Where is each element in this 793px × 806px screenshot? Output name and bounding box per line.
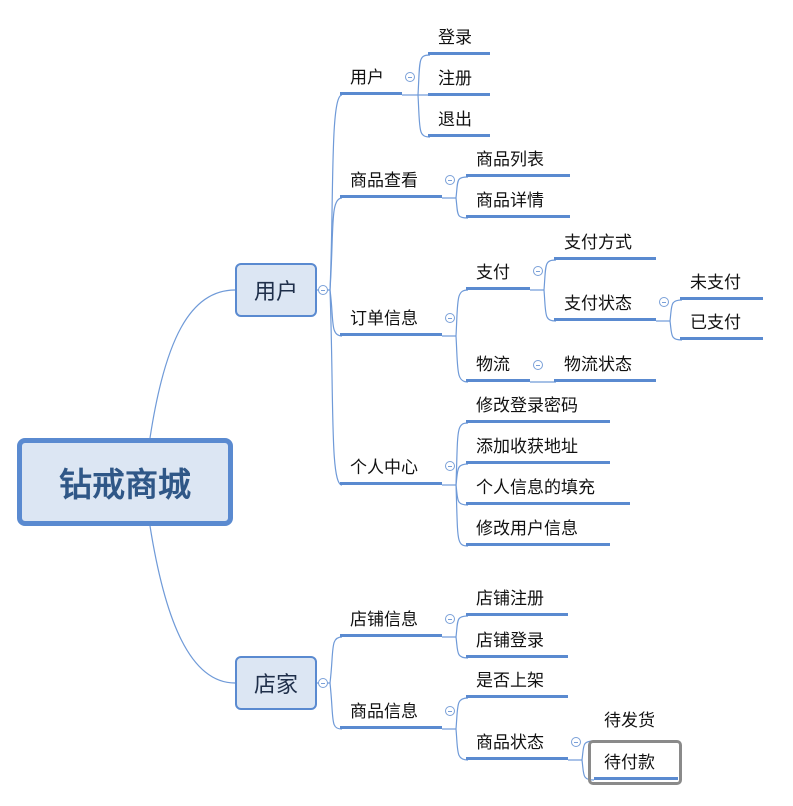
collapse-icon[interactable] xyxy=(445,706,455,716)
node-order[interactable]: 订单信息 xyxy=(340,306,442,336)
node-shop-register[interactable]: 店铺注册 xyxy=(466,586,568,616)
collapse-icon[interactable] xyxy=(659,297,669,307)
selection-frame xyxy=(588,740,682,785)
node-pay[interactable]: 支付 xyxy=(466,260,530,290)
node-account[interactable]: 用户 xyxy=(340,65,402,95)
node-pay-method[interactable]: 支付方式 xyxy=(554,230,656,260)
node-to-pay[interactable]: 待付款 xyxy=(594,750,678,780)
node-add-address[interactable]: 添加收获地址 xyxy=(466,434,610,464)
node-user[interactable]: 用户 xyxy=(235,263,317,317)
collapse-icon[interactable] xyxy=(445,175,455,185)
node-edit-info[interactable]: 修改用户信息 xyxy=(466,516,610,546)
root-node[interactable]: 钻戒商城 xyxy=(17,438,233,526)
collapse-icon[interactable] xyxy=(318,285,328,295)
node-fill-info[interactable]: 个人信息的填充 xyxy=(466,475,630,505)
collapse-icon[interactable] xyxy=(445,313,455,323)
collapse-icon[interactable] xyxy=(533,360,543,370)
collapse-icon[interactable] xyxy=(571,737,581,747)
node-pay-status[interactable]: 支付状态 xyxy=(554,291,656,321)
collapse-icon[interactable] xyxy=(405,72,415,82)
node-shop-info[interactable]: 店铺信息 xyxy=(340,607,442,637)
node-shop[interactable]: 店家 xyxy=(235,656,317,710)
node-listed[interactable]: 是否上架 xyxy=(466,668,568,698)
node-logistics[interactable]: 物流 xyxy=(466,352,530,382)
node-personal-center[interactable]: 个人中心 xyxy=(340,455,442,485)
node-product-list[interactable]: 商品列表 xyxy=(466,147,570,177)
node-unpaid[interactable]: 未支付 xyxy=(680,270,763,300)
node-goods-info[interactable]: 商品信息 xyxy=(340,699,442,729)
node-paid[interactable]: 已支付 xyxy=(680,310,763,340)
collapse-icon[interactable] xyxy=(445,614,455,624)
node-logout[interactable]: 退出 xyxy=(428,107,490,137)
collapse-icon[interactable] xyxy=(318,678,328,688)
node-logistics-status[interactable]: 物流状态 xyxy=(554,352,656,382)
node-browse[interactable]: 商品查看 xyxy=(340,168,442,198)
node-register[interactable]: 注册 xyxy=(428,66,490,96)
collapse-icon[interactable] xyxy=(445,461,455,471)
node-to-ship[interactable]: 待发货 xyxy=(604,711,655,731)
node-shop-login[interactable]: 店铺登录 xyxy=(466,628,568,658)
node-login[interactable]: 登录 xyxy=(428,25,490,55)
node-product-detail[interactable]: 商品详情 xyxy=(466,188,570,218)
collapse-icon[interactable] xyxy=(533,266,543,276)
node-goods-state[interactable]: 商品状态 xyxy=(466,730,568,760)
node-change-password[interactable]: 修改登录密码 xyxy=(466,393,610,423)
